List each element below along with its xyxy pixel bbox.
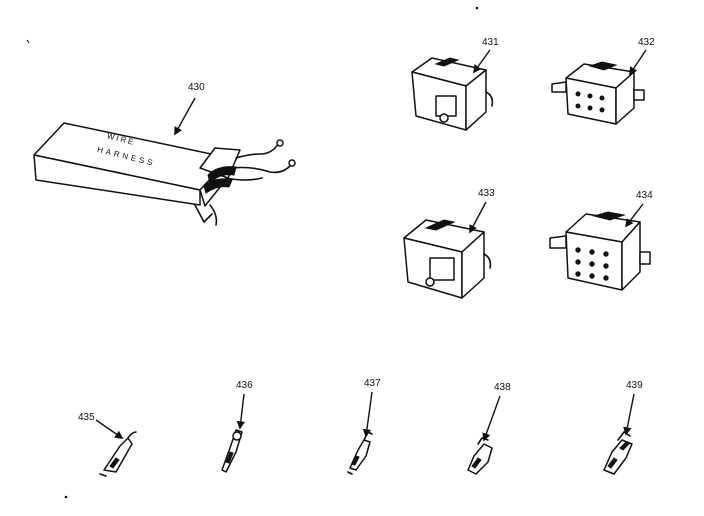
part-437-terminal: 437 xyxy=(347,378,381,475)
callout-label-430: 430 xyxy=(188,82,205,93)
callout-label-433: 433 xyxy=(478,188,495,199)
stray-mark xyxy=(26,39,30,44)
part-434-connector-plug: 434 xyxy=(549,190,653,291)
callout-label-432: 432 xyxy=(638,37,655,48)
stray-dot xyxy=(64,495,68,499)
part-432-connector-plug: 432 xyxy=(551,37,655,125)
part-435-terminal: 435 xyxy=(78,412,137,477)
callout-label-439: 439 xyxy=(626,380,643,391)
callout-label-431: 431 xyxy=(482,37,499,48)
callout-label-438: 438 xyxy=(494,382,511,393)
part-438-terminal: 438 xyxy=(467,382,511,475)
part-436-terminal: 436 xyxy=(221,380,253,473)
part-433-connector: 433 xyxy=(403,188,495,299)
callout-label-434: 434 xyxy=(636,190,653,201)
part-439-terminal: 439 xyxy=(603,380,643,475)
callout-label-435: 435 xyxy=(78,412,95,423)
stray-dot xyxy=(475,6,479,10)
callout-label-436: 436 xyxy=(236,380,253,391)
callout-label-437: 437 xyxy=(364,378,381,389)
part-431-connector: 431 xyxy=(411,37,499,131)
part-430-wire-harness: WIRE HARNESS 430 xyxy=(33,82,296,226)
